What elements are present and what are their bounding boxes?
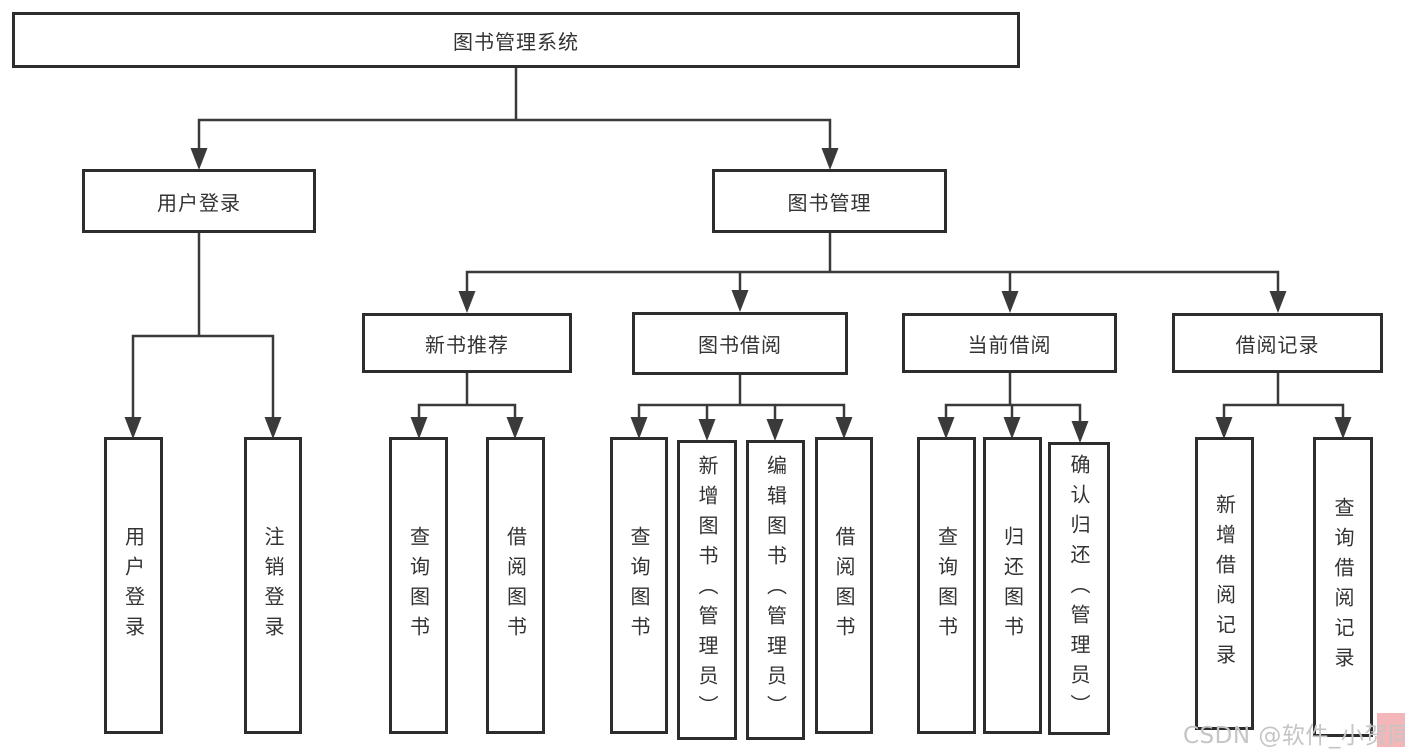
leaf-add-borrow-record: 新增借阅记录	[1195, 437, 1254, 730]
leaf-add-books-admin-label: 新增图书（管理员）	[695, 455, 719, 725]
node-new-book-recommend-label: 新书推荐	[425, 332, 509, 357]
leaf-user-login-label: 用户登录	[121, 525, 146, 646]
node-book-management-label: 图书管理	[787, 190, 872, 215]
node-root: 图书管理系统	[12, 12, 1020, 68]
leaf-query-borrow-record: 查询借阅记录	[1313, 437, 1373, 737]
arrow-heads	[124, 148, 1352, 443]
leaf-borrowing-borrow-books-label: 借阅图书	[832, 525, 856, 646]
leaf-confirm-return-admin: 确认归还（管理员）	[1048, 442, 1110, 735]
leaf-user-login: 用户登录	[104, 437, 163, 734]
leaf-add-borrow-record-label: 新增借阅记录	[1212, 493, 1237, 674]
leaf-confirm-return-admin-label: 确认归还（管理员）	[1067, 453, 1091, 724]
node-user-login: 用户登录	[82, 169, 316, 233]
leaf-logout-label: 注销登录	[261, 525, 285, 646]
node-new-book-recommend: 新书推荐	[362, 313, 572, 373]
node-borrow-records: 借阅记录	[1172, 313, 1383, 373]
node-current-borrowing-label: 当前借阅	[967, 332, 1052, 357]
node-root-label: 图书管理系统	[453, 29, 579, 54]
leaf-borrowing-query-books-label: 查询图书	[627, 525, 651, 646]
leaf-current-query-books: 查询图书	[917, 437, 976, 734]
leaf-return-books-label: 归还图书	[1000, 525, 1025, 646]
leaf-current-query-books-label: 查询图书	[934, 525, 959, 646]
node-current-borrowing: 当前借阅	[902, 313, 1117, 373]
node-book-borrowing-label: 图书借阅	[698, 333, 782, 357]
leaf-query-borrow-record-label: 查询借阅记录	[1331, 497, 1355, 677]
leaf-recommend-query-books-label: 查询图书	[406, 525, 431, 646]
leaf-add-books-admin: 新增图书（管理员）	[677, 440, 737, 740]
leaf-return-books: 归还图书	[983, 437, 1042, 734]
leaf-recommend-borrow-books-label: 借阅图书	[503, 525, 528, 646]
node-borrow-records-label: 借阅记录	[1235, 332, 1320, 357]
leaf-edit-books-admin-label: 编辑图书（管理员）	[763, 455, 788, 725]
leaf-recommend-borrow-books: 借阅图书	[486, 437, 545, 734]
node-book-management: 图书管理	[712, 169, 947, 233]
node-book-borrowing: 图书借阅	[632, 312, 848, 375]
leaf-edit-books-admin: 编辑图书（管理员）	[746, 440, 805, 740]
watermark-pink-patch	[1377, 713, 1405, 747]
node-user-login-label: 用户登录	[157, 190, 241, 215]
leaf-logout: 注销登录	[244, 437, 302, 734]
leaf-borrowing-borrow-books: 借阅图书	[815, 437, 873, 734]
connector-lines	[131, 66, 1345, 425]
leaf-recommend-query-books: 查询图书	[389, 437, 448, 734]
watermark-text: CSDN @软件_小贺同学	[1183, 723, 1405, 749]
leaf-borrowing-query-books: 查询图书	[610, 437, 668, 734]
